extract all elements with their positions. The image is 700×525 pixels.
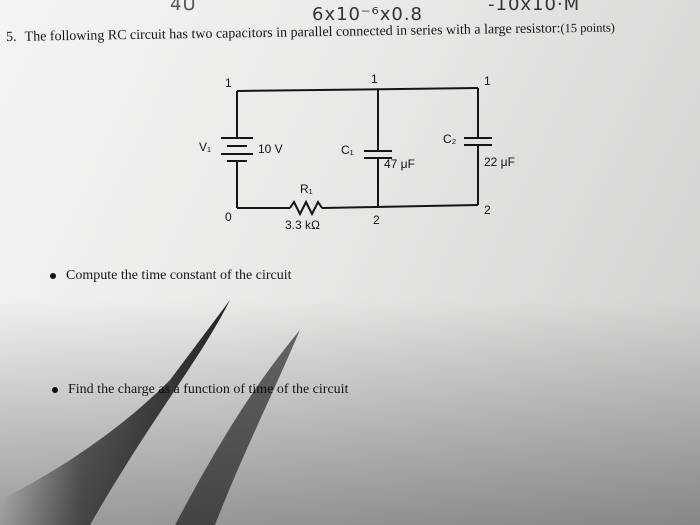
node-label-bottom-left: 0 <box>225 210 232 224</box>
bullet-icon <box>52 387 58 393</box>
capacitor1-value: 47 μF <box>384 157 415 171</box>
resistor-r1 <box>289 199 323 217</box>
bottom-wire-right <box>321 204 479 209</box>
handwritten-note-right: -10x10·M <box>488 0 581 15</box>
node-label-top-right: 1 <box>484 74 491 88</box>
question-2-text: Find the charge as a function of time of… <box>68 382 349 397</box>
resistor-value: 3.3 kΩ <box>285 218 320 232</box>
capacitor2-value: 22 μF <box>484 155 515 169</box>
source-name: V₁ <box>199 140 212 154</box>
node-label-top-left: 1 <box>225 76 232 90</box>
bullet-icon <box>50 273 56 279</box>
handwritten-note-middle: 6x10⁻⁶x0.8 <box>312 4 424 25</box>
node-label-bottom-middle: 2 <box>373 213 380 227</box>
handwritten-note-left: 4U <box>170 0 197 15</box>
question-1: Compute the time constant of the circuit <box>50 268 292 284</box>
capacitor1-name: C₁ <box>341 143 354 157</box>
question-2: Find the charge as a function of time of… <box>52 382 348 398</box>
node-label-top-middle: 1 <box>371 72 378 86</box>
resistor-name: R₁ <box>300 182 313 196</box>
source-value: 10 V <box>258 142 283 156</box>
top-wire <box>236 87 479 92</box>
capacitor2-name: C₂ <box>443 132 457 146</box>
node-label-bottom-right: 2 <box>484 203 491 217</box>
question-1-text: Compute the time constant of the circuit <box>66 268 292 283</box>
